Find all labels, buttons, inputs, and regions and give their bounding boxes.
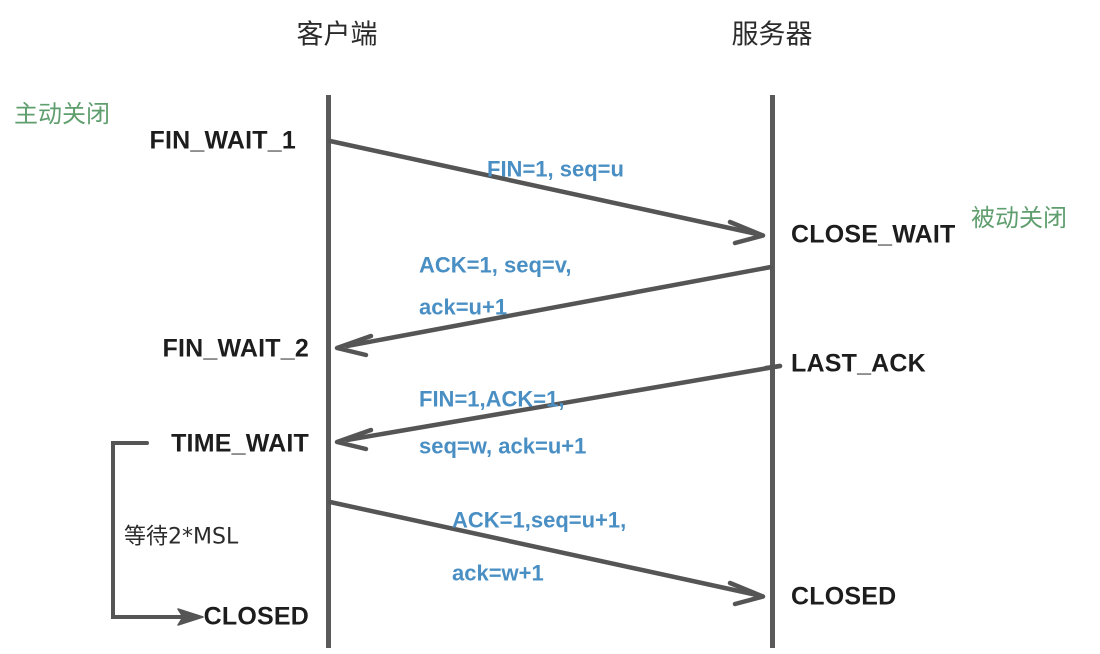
message-arrow-3 [334, 363, 783, 452]
message-label-2-line-1: ACK=1, seq=v, [419, 252, 572, 278]
message-label-3-line-1: FIN=1,ACK=1, [419, 386, 565, 412]
party-title-server: 服务器 [731, 19, 813, 51]
annotation-active-close: 主动关闭 [14, 100, 110, 129]
state-close-wait: CLOSE_WAIT [791, 220, 956, 249]
message-arrow-2 [334, 264, 774, 358]
state-server-closed: CLOSED [791, 582, 897, 611]
message-label-3-line-2: seq=w, ack=u+1 [419, 433, 587, 459]
state-last-ack: LAST_ACK [791, 349, 926, 378]
state-fin-wait-2: FIN_WAIT_2 [162, 334, 309, 363]
state-client-closed: CLOSED [203, 602, 309, 631]
party-title-client: 客户端 [296, 19, 378, 51]
message-label-1-line-1: FIN=1, seq=u [487, 156, 624, 182]
message-arrow-4 [327, 499, 766, 607]
message-label-4-line-1: ACK=1,seq=u+1, [452, 507, 627, 533]
message-arrow-1 [327, 138, 766, 246]
state-time-wait: TIME_WAIT [171, 429, 309, 458]
message-label-4-line-2: ack=w+1 [452, 560, 544, 586]
annotation-passive-close: 被动关闭 [971, 204, 1067, 233]
time-wait-to-closed-bracket [111, 441, 204, 626]
wait-2msl-note: 等待2*MSL [124, 524, 239, 550]
state-fin-wait-1: FIN_WAIT_1 [149, 126, 296, 155]
message-label-2-line-2: ack=u+1 [419, 294, 508, 320]
